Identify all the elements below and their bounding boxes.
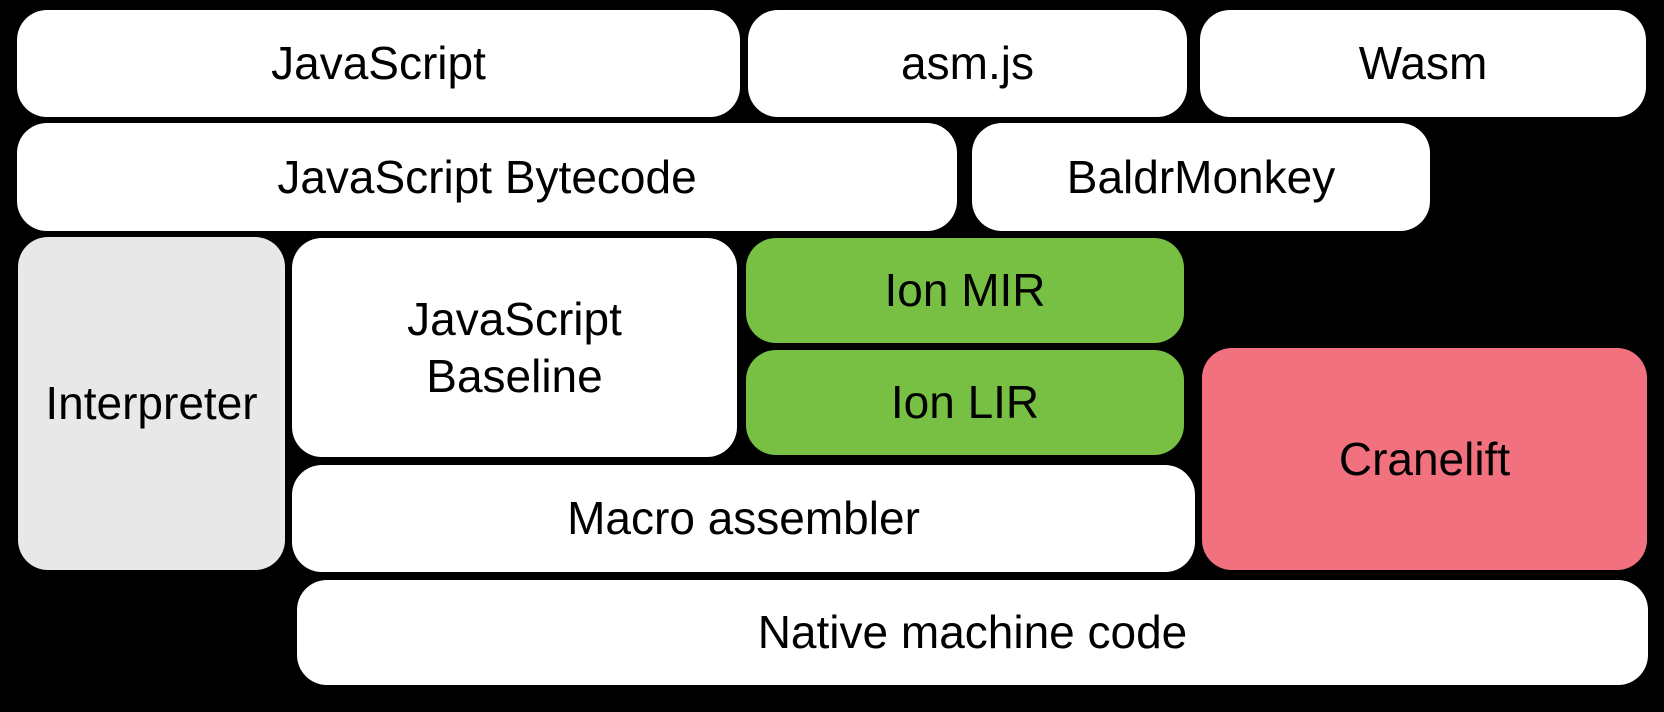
box-baldrmonkey-label: BaldrMonkey bbox=[1066, 150, 1336, 203]
box-macro-assembler-label: Macro assembler bbox=[567, 492, 920, 545]
box-native-machine-code-label: Native machine code bbox=[757, 606, 1188, 659]
box-javascript-bytecode-label: JavaScript Bytecode bbox=[277, 150, 697, 203]
box-javascript-baseline: JavaScript Baseline bbox=[292, 238, 737, 457]
box-cranelift: Cranelift bbox=[1202, 348, 1647, 570]
box-javascript-baseline-label: JavaScript Baseline bbox=[407, 291, 622, 403]
baseline-label-line-2: Baseline bbox=[426, 349, 603, 402]
box-interpreter: Interpreter bbox=[18, 237, 285, 570]
box-asmjs: asm.js bbox=[748, 10, 1187, 117]
box-ion-mir: Ion MIR bbox=[746, 238, 1184, 343]
box-interpreter-label: Interpreter bbox=[45, 377, 258, 430]
box-ion-lir: Ion LIR bbox=[746, 350, 1184, 455]
box-cranelift-label: Cranelift bbox=[1338, 432, 1511, 485]
baseline-label-line-1: JavaScript bbox=[407, 293, 622, 346]
box-baldrmonkey: BaldrMonkey bbox=[972, 123, 1430, 231]
box-asmjs-label: asm.js bbox=[901, 37, 1034, 90]
box-javascript: JavaScript bbox=[17, 10, 740, 117]
box-native-machine-code: Native machine code bbox=[297, 580, 1648, 685]
box-macro-assembler: Macro assembler bbox=[292, 465, 1195, 572]
box-ion-lir-label: Ion LIR bbox=[890, 376, 1040, 429]
box-ion-mir-label: Ion MIR bbox=[884, 264, 1046, 317]
box-wasm-label: Wasm bbox=[1358, 37, 1488, 90]
box-wasm: Wasm bbox=[1200, 10, 1646, 117]
box-javascript-label: JavaScript bbox=[271, 37, 486, 90]
box-javascript-bytecode: JavaScript Bytecode bbox=[17, 123, 957, 231]
